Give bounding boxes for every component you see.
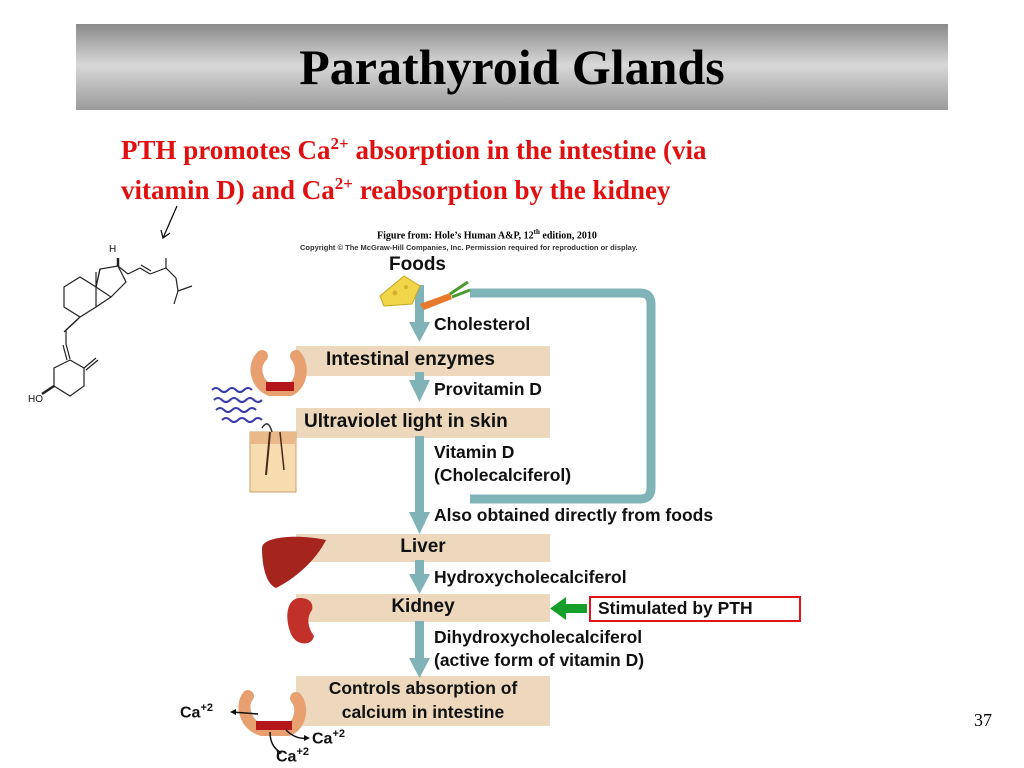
label-also-obtained: Also obtained directly from foods xyxy=(434,505,714,525)
ca-left-base: Ca xyxy=(180,704,201,722)
label-intestinal-enzymes: Intestinal enzymes xyxy=(326,349,495,370)
ca-right-base: Ca xyxy=(312,730,333,748)
molecule-ho-label: HO xyxy=(28,394,43,405)
pth-highlight-box xyxy=(589,596,801,622)
credit-pre: Figure from: Hole’s Human A&P, 12 xyxy=(377,230,534,242)
intestine-icon xyxy=(250,350,307,396)
subtitle-line-2-post: reabsorption by the kidney xyxy=(352,175,671,205)
molecule-h-label: H xyxy=(109,244,117,255)
subtitle-line-1-sup: 2+ xyxy=(330,134,349,153)
label-uv-light: Ultraviolet light in skin xyxy=(304,411,508,432)
band-intestinal-enzymes xyxy=(296,346,550,376)
label-vitamin-d: Vitamin D xyxy=(434,442,515,462)
uv-rays-icon xyxy=(211,387,263,423)
subtitle-line-2: vitamin D) and Ca2+ reabsorption by the … xyxy=(121,170,901,210)
vitamin-d-molecule xyxy=(41,258,193,397)
calcium-ion-bottom: Ca+2 xyxy=(276,746,309,766)
slide-title: Parathyroid Glands xyxy=(299,39,725,95)
label-cholecalciferol: (Cholecalciferol) xyxy=(434,465,572,485)
figure-credit: Figure from: Hole’s Human A&P, 12th edit… xyxy=(377,228,597,241)
foods-icon xyxy=(379,275,471,310)
band-liver xyxy=(296,534,550,562)
calcium-ion-right: Ca+2 xyxy=(312,728,345,748)
ca-right-sup: +2 xyxy=(332,728,345,740)
subtitle-line-1-post: absorption in the intestine (via xyxy=(348,135,707,165)
credit-post: edition, 2010 xyxy=(539,230,597,242)
label-foods: Foods xyxy=(389,254,446,275)
title-bar: Parathyroid Glands xyxy=(76,24,948,110)
credit-sup: th xyxy=(533,228,540,236)
subtitle-line-1: PTH promotes Ca2+ absorption in the inte… xyxy=(121,130,901,170)
label-controls-line-1: Controls absorption of xyxy=(328,678,518,698)
subtitle-line-1-pre: PTH promotes Ca xyxy=(121,135,331,165)
subtitle-line-2-pre: vitamin D) and Ca xyxy=(121,175,335,205)
copyright-notice: Copyright © The McGraw-Hill Companies, I… xyxy=(300,243,638,252)
label-cholesterol: Cholesterol xyxy=(434,314,531,334)
pth-arrow xyxy=(550,597,587,620)
label-hydroxy: Hydroxycholecalciferol xyxy=(434,567,627,587)
label-kidney: Kidney xyxy=(391,596,455,617)
band-controls xyxy=(296,676,550,726)
kidney-icon xyxy=(287,598,314,644)
pointer-arrow xyxy=(160,205,178,240)
label-controls-line-2: calcium in intestine xyxy=(341,702,505,722)
band-kidney xyxy=(296,594,550,622)
page-number: 37 xyxy=(974,710,992,730)
band-uv-light xyxy=(296,408,550,438)
skin-icon xyxy=(249,423,297,493)
pathway-arrows xyxy=(409,285,430,678)
label-dihydroxy: Dihydroxycholecalciferol xyxy=(434,627,643,647)
ca-left-sup: +2 xyxy=(200,702,213,714)
ca-bottom-base: Ca xyxy=(276,748,297,766)
label-liver: Liver xyxy=(400,536,446,557)
label-provitamin-d: Provitamin D xyxy=(434,379,542,399)
ca-bottom-sup: +2 xyxy=(296,746,309,758)
label-stimulated-by-pth: Stimulated by PTH xyxy=(598,598,753,618)
calcium-ion-left: Ca+2 xyxy=(180,702,213,722)
intestine-bottom-icon xyxy=(230,690,310,755)
label-active-form: (active form of vitamin D) xyxy=(434,650,645,670)
liver-icon xyxy=(262,536,326,588)
subtitle: PTH promotes Ca2+ absorption in the inte… xyxy=(121,130,901,210)
loop-arrow xyxy=(470,288,656,504)
subtitle-line-2-sup: 2+ xyxy=(334,174,353,193)
